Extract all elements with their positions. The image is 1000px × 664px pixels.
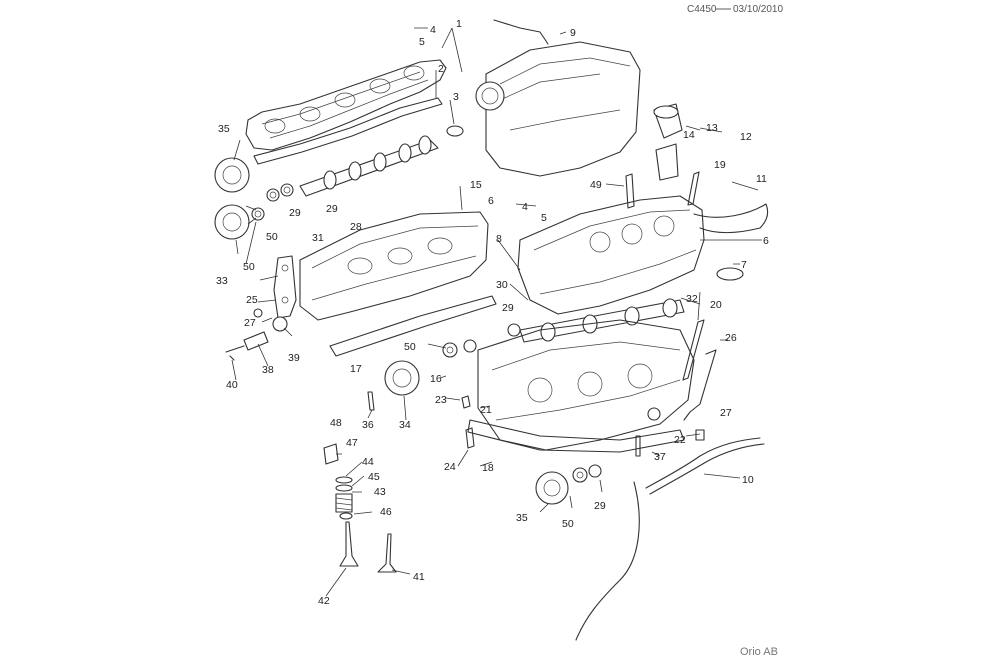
callout-42: 42 — [318, 595, 330, 607]
callout-17: 17 — [350, 363, 362, 375]
callout-43: 43 — [374, 486, 386, 498]
callout-44: 44 — [362, 456, 374, 468]
leader-lines — [231, 27, 762, 597]
callout-50c: 50 — [404, 341, 416, 353]
cam-gear-lower — [535, 464, 602, 505]
callout-5b: 5 — [541, 212, 547, 224]
drawing-code: C4450 — [687, 4, 717, 15]
callout-29b: 29 — [326, 203, 338, 215]
cam-cover-right — [517, 195, 705, 315]
callout-47: 47 — [346, 437, 358, 449]
callout-2: 2 — [438, 63, 444, 75]
callout-41: 41 — [413, 571, 425, 583]
callout-21: 21 — [480, 404, 492, 416]
callout-39: 39 — [288, 352, 300, 364]
callout-10: 10 — [742, 474, 754, 486]
oil-cap-seal — [716, 267, 744, 281]
callout-16: 16 — [430, 373, 442, 385]
callout-6a: 6 — [488, 195, 494, 207]
callout-29c: 29 — [502, 302, 514, 314]
callout-49: 49 — [590, 179, 602, 191]
callout-35a: 35 — [218, 123, 230, 135]
callout-35b: 35 — [516, 512, 528, 524]
callout-28: 28 — [350, 221, 362, 233]
callout-4a: 4 — [430, 24, 436, 36]
callout-4b: 4 — [522, 201, 528, 213]
callout-14: 14 — [683, 129, 695, 141]
callout-38: 38 — [262, 364, 274, 376]
callout-48: 48 — [330, 417, 342, 429]
callout-36: 36 — [362, 419, 374, 431]
callout-37: 37 — [654, 451, 666, 463]
callout-45: 45 — [368, 471, 380, 483]
callout-18: 18 — [482, 462, 494, 474]
callout-27a: 27 — [244, 317, 256, 329]
callout-27b: 27 — [720, 407, 732, 419]
callout-29a: 29 — [289, 207, 301, 219]
spark-plug — [625, 173, 635, 209]
callout-8: 8 — [496, 233, 502, 245]
callout-7: 7 — [741, 259, 747, 271]
callout-3: 3 — [453, 91, 459, 103]
oil-filler-cap — [653, 103, 683, 181]
oil-dipstick — [575, 481, 640, 641]
callout-22: 22 — [674, 434, 686, 446]
valve-assembly — [323, 443, 397, 573]
small-parts-right — [367, 391, 705, 457]
callout-50a: 50 — [266, 231, 278, 243]
callout-31: 31 — [312, 232, 324, 244]
callout-50d: 50 — [562, 518, 574, 530]
callout-33: 33 — [216, 275, 228, 287]
callout-5a: 5 — [419, 36, 425, 48]
callout-30: 30 — [496, 279, 508, 291]
callout-25: 25 — [246, 294, 258, 306]
callout-50b: 50 — [243, 261, 255, 273]
bracket-left — [273, 255, 297, 319]
callout-24: 24 — [444, 461, 456, 473]
cam-seals-left — [251, 183, 294, 221]
callout-26: 26 — [725, 332, 737, 344]
oil-dipstick-tube — [645, 437, 765, 495]
callout-15: 15 — [470, 179, 482, 191]
cylinder-head-right — [477, 319, 695, 451]
callout-20: 20 — [710, 299, 722, 311]
head-gasket-right — [467, 419, 685, 453]
cam-cover-gasket-left — [253, 97, 443, 165]
callout-46: 46 — [380, 506, 392, 518]
intake-manifold — [475, 19, 641, 177]
callout-34: 34 — [399, 419, 411, 431]
callout-29d: 29 — [594, 500, 606, 512]
callout-40: 40 — [226, 379, 238, 391]
callout-32: 32 — [686, 293, 698, 305]
crankcase-vent-hose — [693, 203, 769, 234]
cylinder-head-left — [299, 211, 489, 321]
cam-gear-center — [384, 323, 521, 396]
drawing-date: 03/10/2010 — [733, 4, 784, 15]
callout-6b: 6 — [763, 235, 769, 247]
callout-23: 23 — [435, 394, 447, 406]
head-gasket-left — [329, 295, 497, 357]
callout-labels: 1 2 3 4 5 4 5 6 6 7 8 9 10 11 12 13 14 1… — [216, 18, 769, 607]
callout-12: 12 — [740, 131, 752, 143]
callout-19: 19 — [714, 159, 726, 171]
bolt-upper-right — [682, 171, 705, 381]
tensioner-left — [225, 308, 288, 361]
footer-brand: Orio AB — [740, 646, 778, 658]
callout-1: 1 — [456, 18, 462, 30]
callout-11: 11 — [756, 173, 767, 185]
dipstick-bracket — [683, 349, 717, 421]
callout-13: 13 — [706, 122, 718, 134]
cam-gears-left — [214, 157, 250, 240]
callout-9: 9 — [570, 27, 576, 39]
camshafts-left — [299, 125, 464, 197]
cam-cover-left — [245, 59, 447, 151]
